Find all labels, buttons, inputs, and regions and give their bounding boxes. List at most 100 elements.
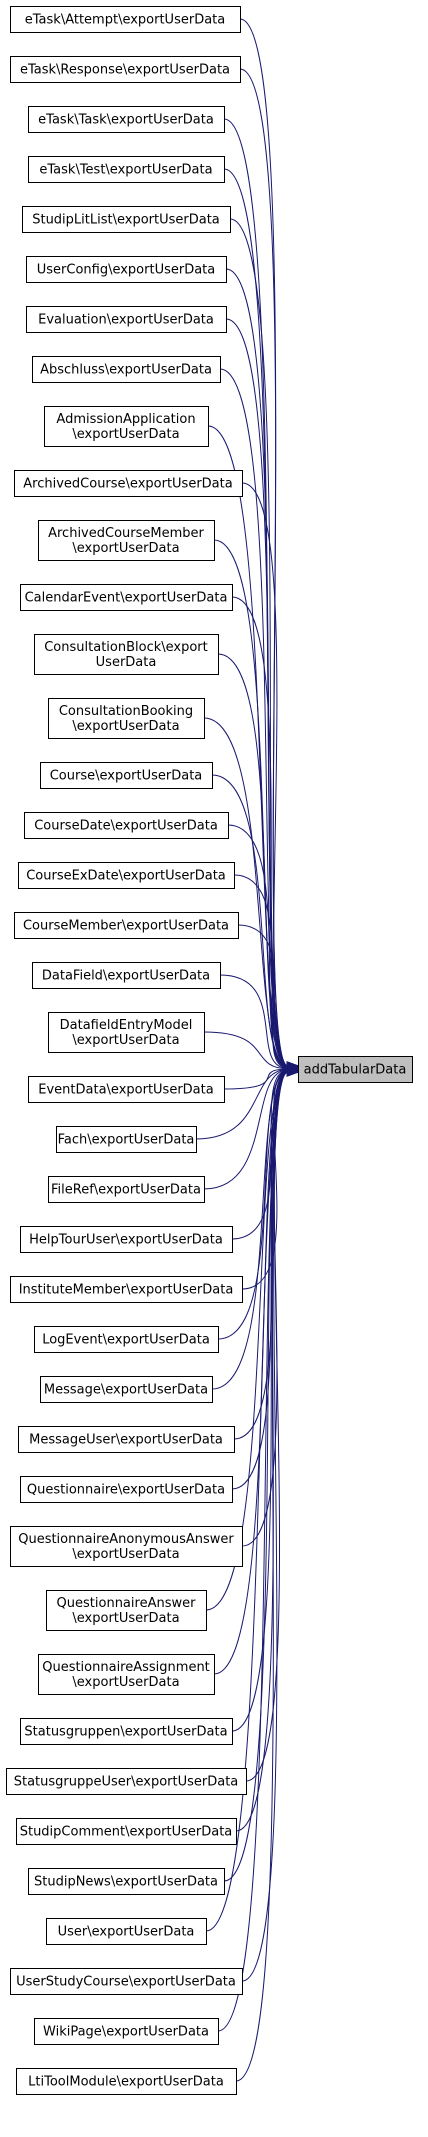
node-etask-attempt-exportuserdata-label: eTask\Attempt\exportUserData: [25, 13, 225, 28]
node-archivedcoursemember-exportuserdata-box: [38, 520, 215, 561]
node-messageuser-exportuserdata[interactable]: MessageUser\exportUserData: [18, 1426, 235, 1453]
node-statusgruppen-exportuserdata[interactable]: Statusgruppen\exportUserData: [20, 1718, 233, 1745]
node-questionnaireassignment-exportuserdata[interactable]: QuestionnaireAssignment\exportUserData: [38, 1654, 215, 1695]
node-ltitoolmodule-exportuserdata[interactable]: LtiToolModule\exportUserData: [16, 2068, 237, 2095]
edge-etask-response-exportuserdata: [239, 68, 289, 1067]
node-questionnaireanonymousanswer-exportuserdata-label: \exportUserData: [72, 1547, 179, 1562]
node-coursemember-exportuserdata-box: [14, 912, 239, 939]
node-userstudycourse-exportuserdata[interactable]: UserStudyCourse\exportUserData: [10, 1968, 243, 1995]
edge-user-exportuserdata: [205, 1071, 289, 1932]
node-studiplitlist-exportuserdata-box: [22, 206, 231, 233]
node-message-exportuserdata-label: Message\exportUserData: [44, 1383, 208, 1398]
node-userconfig-exportuserdata-box: [26, 256, 227, 283]
node-archivedcoursemember-exportuserdata[interactable]: ArchivedCourseMember\exportUserData: [38, 520, 215, 561]
node-courseexdate-exportuserdata-box: [18, 862, 235, 889]
node-courseexdate-exportuserdata-label: CourseExDate\exportUserData: [26, 869, 226, 884]
nodes-layer: eTask\Attempt\exportUserData eTask\Respon…: [6, 6, 413, 2095]
edge-courseexdate-exportuserdata: [233, 874, 289, 1069]
node-ltitoolmodule-exportuserdata-box: [16, 2068, 237, 2095]
node-etask-response-exportuserdata[interactable]: eTask\Response\exportUserData: [10, 56, 241, 83]
node-studipcomment-exportuserdata[interactable]: StudipComment\exportUserData: [16, 1818, 237, 1845]
node-studipnews-exportuserdata-box: [28, 1868, 225, 1895]
node-eventdata-exportuserdata-box: [28, 1076, 225, 1103]
node-etask-test-exportuserdata-label: eTask\Test\exportUserData: [39, 163, 212, 178]
node-consultationbooking-exportuserdata-label: ConsultationBooking: [59, 704, 193, 719]
node-questionnaireanswer-exportuserdata-box: [46, 1590, 207, 1631]
node-user-exportuserdata[interactable]: User\exportUserData: [46, 1918, 207, 1945]
node-questionnaireanswer-exportuserdata[interactable]: QuestionnaireAnswer\exportUserData: [46, 1590, 207, 1631]
node-etask-test-exportuserdata-box: [28, 156, 225, 183]
node-studipnews-exportuserdata[interactable]: StudipNews\exportUserData: [28, 1868, 225, 1895]
edge-messageuser-exportuserdata: [233, 1071, 289, 1440]
node-consultationblock-exportuserdata-label: UserData: [96, 655, 157, 670]
node-fach-exportuserdata-box: [56, 1126, 197, 1153]
node-eventdata-exportuserdata-label: EventData\exportUserData: [38, 1083, 213, 1098]
edge-datafieldentrymodel-exportuserdata: [203, 1031, 289, 1070]
node-fileref-exportuserdata[interactable]: FileRef\exportUserData: [48, 1176, 205, 1203]
node-questionnaireassignment-exportuserdata-box: [38, 1654, 215, 1695]
node-courseexdate-exportuserdata[interactable]: CourseExDate\exportUserData: [18, 862, 235, 889]
edges-layer: [195, 18, 300, 2082]
node-admissionapplication-exportuserdata[interactable]: AdmissionApplication\exportUserData: [44, 406, 209, 447]
node-wikipage-exportuserdata-box: [34, 2018, 219, 2045]
edge-datafield-exportuserdata: [219, 974, 289, 1069]
node-helptouruser-exportuserdata[interactable]: HelpTourUser\exportUserData: [20, 1226, 233, 1253]
node-questionnaire-exportuserdata-label: Questionnaire\exportUserData: [27, 1483, 225, 1498]
edge-userconfig-exportuserdata: [225, 268, 289, 1067]
node-coursedate-exportuserdata-label: CourseDate\exportUserData: [34, 819, 218, 834]
node-statusgruppeuser-exportuserdata[interactable]: StatusgruppeUser\exportUserData: [6, 1768, 247, 1795]
node-questionnaire-exportuserdata[interactable]: Questionnaire\exportUserData: [20, 1476, 233, 1503]
node-calendarevent-exportuserdata-box: [20, 584, 233, 611]
node-coursedate-exportuserdata[interactable]: CourseDate\exportUserData: [24, 812, 229, 839]
node-userconfig-exportuserdata[interactable]: UserConfig\exportUserData: [26, 256, 227, 283]
edge-ltitoolmodule-exportuserdata: [235, 1071, 289, 2082]
edge-archivedcourse-exportuserdata: [241, 482, 289, 1067]
node-institutemember-exportuserdata[interactable]: InstituteMember\exportUserData: [10, 1276, 243, 1303]
node-etask-attempt-exportuserdata[interactable]: eTask\Attempt\exportUserData: [10, 6, 241, 33]
node-fach-exportuserdata-label: Fach\exportUserData: [58, 1133, 195, 1148]
node-studiplitlist-exportuserdata[interactable]: StudipLitList\exportUserData: [22, 206, 231, 233]
node-archivedcourse-exportuserdata[interactable]: ArchivedCourse\exportUserData: [14, 470, 243, 497]
node-datafieldentrymodel-exportuserdata[interactable]: DatafieldEntryModel\exportUserData: [48, 1012, 205, 1053]
edge-archivedcoursemember-exportuserdata: [213, 539, 289, 1067]
node-studipnews-exportuserdata-label: StudipNews\exportUserData: [34, 1875, 218, 1890]
node-calendarevent-exportuserdata[interactable]: CalendarEvent\exportUserData: [20, 584, 233, 611]
node-studiplitlist-exportuserdata-label: StudipLitList\exportUserData: [32, 213, 220, 228]
node-datafield-exportuserdata[interactable]: DataField\exportUserData: [32, 962, 221, 989]
node-fach-exportuserdata[interactable]: Fach\exportUserData: [56, 1126, 197, 1153]
node-consultationblock-exportuserdata[interactable]: ConsultationBlock\exportUserData: [34, 634, 219, 675]
node-coursedate-exportuserdata-box: [24, 812, 229, 839]
node-consultationbooking-exportuserdata[interactable]: ConsultationBooking\exportUserData: [48, 698, 205, 739]
node-questionnaireanonymousanswer-exportuserdata[interactable]: QuestionnaireAnonymousAnswer\exportUserD…: [10, 1526, 243, 1567]
node-admissionapplication-exportuserdata-label: \exportUserData: [72, 427, 179, 442]
node-etask-task-exportuserdata[interactable]: eTask\Task\exportUserData: [28, 106, 225, 133]
node-coursemember-exportuserdata[interactable]: CourseMember\exportUserData: [14, 912, 239, 939]
node-userstudycourse-exportuserdata-box: [10, 1968, 243, 1995]
node-messageuser-exportuserdata-label: MessageUser\exportUserData: [29, 1433, 223, 1448]
node-add-tabular-data-label: addTabularData: [304, 1063, 407, 1078]
node-message-exportuserdata-box: [40, 1376, 213, 1403]
node-logevent-exportuserdata-box: [34, 1326, 219, 1353]
node-etask-test-exportuserdata[interactable]: eTask\Test\exportUserData: [28, 156, 225, 183]
node-course-exportuserdata[interactable]: Course\exportUserData: [40, 762, 213, 789]
node-studipcomment-exportuserdata-box: [16, 1818, 237, 1845]
node-messageuser-exportuserdata-box: [18, 1426, 235, 1453]
edge-studiplitlist-exportuserdata: [229, 218, 289, 1067]
node-wikipage-exportuserdata-label: WikiPage\exportUserData: [43, 2025, 209, 2040]
node-wikipage-exportuserdata[interactable]: WikiPage\exportUserData: [34, 2018, 219, 2045]
node-logevent-exportuserdata[interactable]: LogEvent\exportUserData: [34, 1326, 219, 1353]
edge-message-exportuserdata: [211, 1070, 289, 1390]
node-message-exportuserdata[interactable]: Message\exportUserData: [40, 1376, 213, 1403]
node-eventdata-exportuserdata[interactable]: EventData\exportUserData: [28, 1076, 225, 1103]
node-logevent-exportuserdata-label: LogEvent\exportUserData: [42, 1333, 210, 1348]
node-archivedcoursemember-exportuserdata-label: ArchivedCourseMember: [48, 526, 204, 541]
node-etask-response-exportuserdata-label: eTask\Response\exportUserData: [20, 63, 230, 78]
edge-studipnews-exportuserdata: [223, 1071, 289, 1882]
node-questionnaireanswer-exportuserdata-label: \exportUserData: [72, 1611, 179, 1626]
node-evaluation-exportuserdata[interactable]: Evaluation\exportUserData: [26, 306, 227, 333]
node-add-tabular-data[interactable]: addTabularData: [298, 1056, 413, 1083]
node-userstudycourse-exportuserdata-label: UserStudyCourse\exportUserData: [16, 1975, 236, 1990]
node-etask-task-exportuserdata-box: [28, 106, 225, 133]
node-abschluss-exportuserdata[interactable]: Abschluss\exportUserData: [32, 356, 221, 383]
node-user-exportuserdata-box: [46, 1918, 207, 1945]
